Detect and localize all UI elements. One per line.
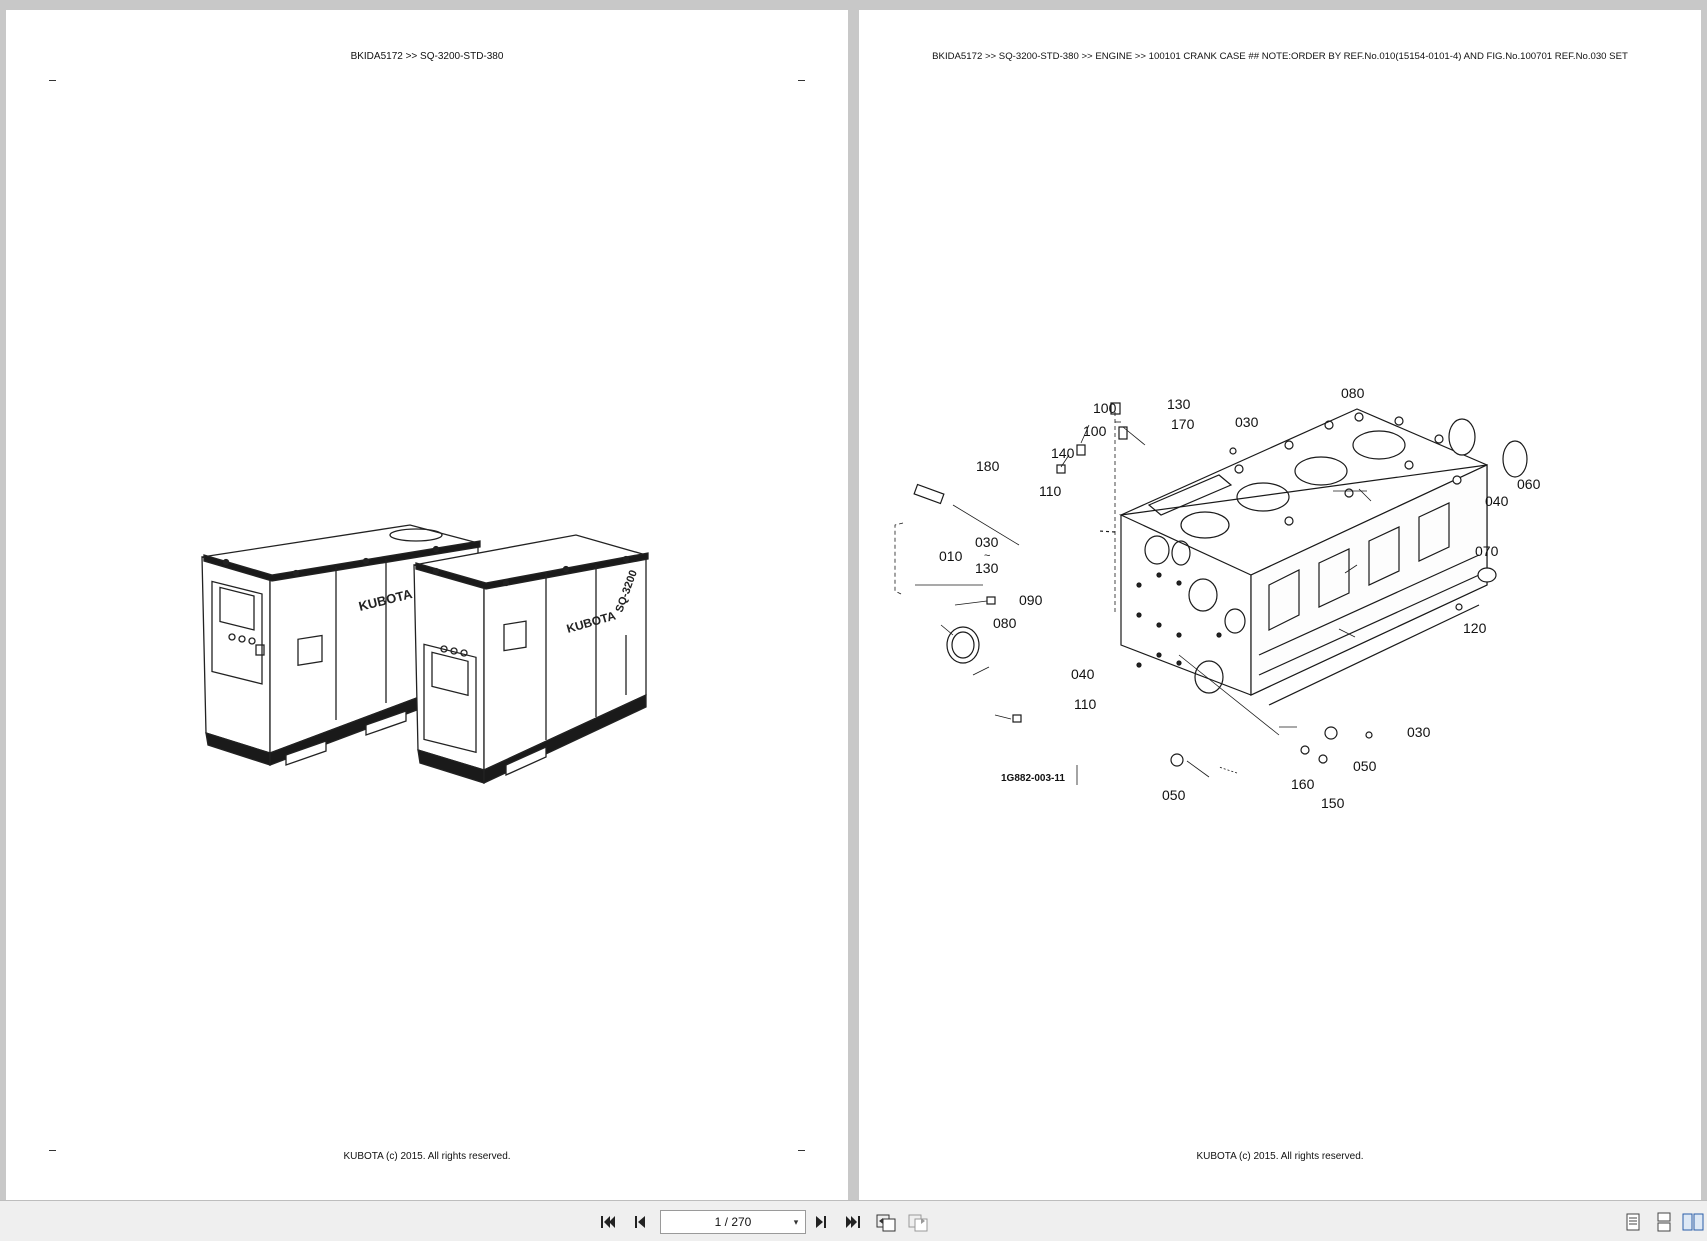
callout: 060 (1517, 476, 1541, 492)
callout: 140 (1051, 445, 1075, 461)
callout: 090 (1019, 592, 1043, 608)
go-back-icon (876, 1214, 896, 1232)
viewer-toolbar: 1 / 270 ▾ (0, 1200, 1707, 1241)
page-number-input[interactable]: 1 / 270 ▾ (660, 1210, 806, 1234)
next-page-button[interactable] (808, 1209, 834, 1235)
single-page-view-button[interactable] (1620, 1209, 1646, 1235)
crop-mark (798, 80, 805, 81)
first-page-button[interactable] (595, 1209, 621, 1235)
continuous-icon (1657, 1212, 1671, 1232)
single-page-icon (1626, 1213, 1640, 1231)
page-1: BKIDA5172 >> SQ-3200-STD-380 (6, 10, 848, 1200)
crop-mark (49, 1150, 56, 1151)
go-forward-button[interactable] (905, 1209, 931, 1235)
callout: 160 (1291, 776, 1315, 792)
crop-mark (798, 1150, 805, 1151)
callout: 050 (1162, 787, 1186, 803)
callout: 130 (1167, 396, 1191, 412)
callout: 100 (1093, 400, 1117, 416)
callout: 030 (1235, 414, 1259, 430)
callout: 040 (1485, 493, 1509, 509)
crank-case-body (1098, 408, 1488, 706)
callout: 010 (939, 548, 963, 564)
two-page-view-button[interactable] (1681, 1209, 1705, 1235)
generator-unit-right (413, 534, 649, 785)
callout: 100 (1083, 423, 1107, 439)
continuous-view-button[interactable] (1651, 1209, 1677, 1235)
last-page-button[interactable] (840, 1209, 866, 1235)
page-header: BKIDA5172 >> SQ-3200-STD-380 >> ENGINE >… (932, 51, 1628, 62)
prev-page-icon (635, 1216, 645, 1228)
callout: 080 (1341, 385, 1365, 401)
document-viewer: BKIDA5172 >> SQ-3200-STD-380 (6, 10, 1701, 1200)
go-back-button[interactable] (873, 1209, 899, 1235)
callout: 030 (975, 534, 999, 550)
two-page-icon (1682, 1213, 1704, 1231)
go-forward-icon (908, 1214, 928, 1232)
first-page-icon (601, 1216, 615, 1228)
callout: 150 (1321, 795, 1345, 811)
callout: 050 (1353, 758, 1377, 774)
figure-code: 1G882-003-11 (1001, 773, 1065, 784)
callout: 070 (1475, 543, 1499, 559)
page-header: BKIDA5172 >> SQ-3200-STD-380 (350, 51, 504, 62)
callout: 120 (1463, 620, 1487, 636)
page-footer: KUBOTA (c) 2015. All rights reserved. (343, 1151, 511, 1162)
callout: 170 (1171, 416, 1195, 432)
callout: 040 (1071, 666, 1095, 682)
callout: 130 (975, 560, 999, 576)
crank-case-diagram: 080 130 100 170 030 100 140 180 110 030 … (894, 385, 1541, 811)
generator-illustration: KUBOTA KUBOTA SQ-3200 (201, 524, 649, 785)
callout: ~ (984, 550, 990, 562)
callout: 180 (976, 458, 1000, 474)
chevron-down-icon[interactable]: ▾ (793, 1216, 799, 1227)
crop-mark (49, 80, 56, 81)
prev-page-button[interactable] (627, 1209, 653, 1235)
callout: 110 (1039, 483, 1062, 499)
callout: 080 (993, 615, 1017, 631)
page-2: BKIDA5172 >> SQ-3200-STD-380 >> ENGINE >… (859, 10, 1701, 1200)
callout: 110 (1074, 696, 1097, 712)
parts (913, 402, 1528, 767)
last-page-icon (846, 1216, 860, 1228)
page-indicator: 1 / 270 (714, 1215, 752, 1229)
leader-lines (894, 412, 1372, 785)
callout: 030 (1407, 724, 1431, 740)
page-footer: KUBOTA (c) 2015. All rights reserved. (1196, 1151, 1364, 1162)
next-page-icon (816, 1216, 826, 1228)
